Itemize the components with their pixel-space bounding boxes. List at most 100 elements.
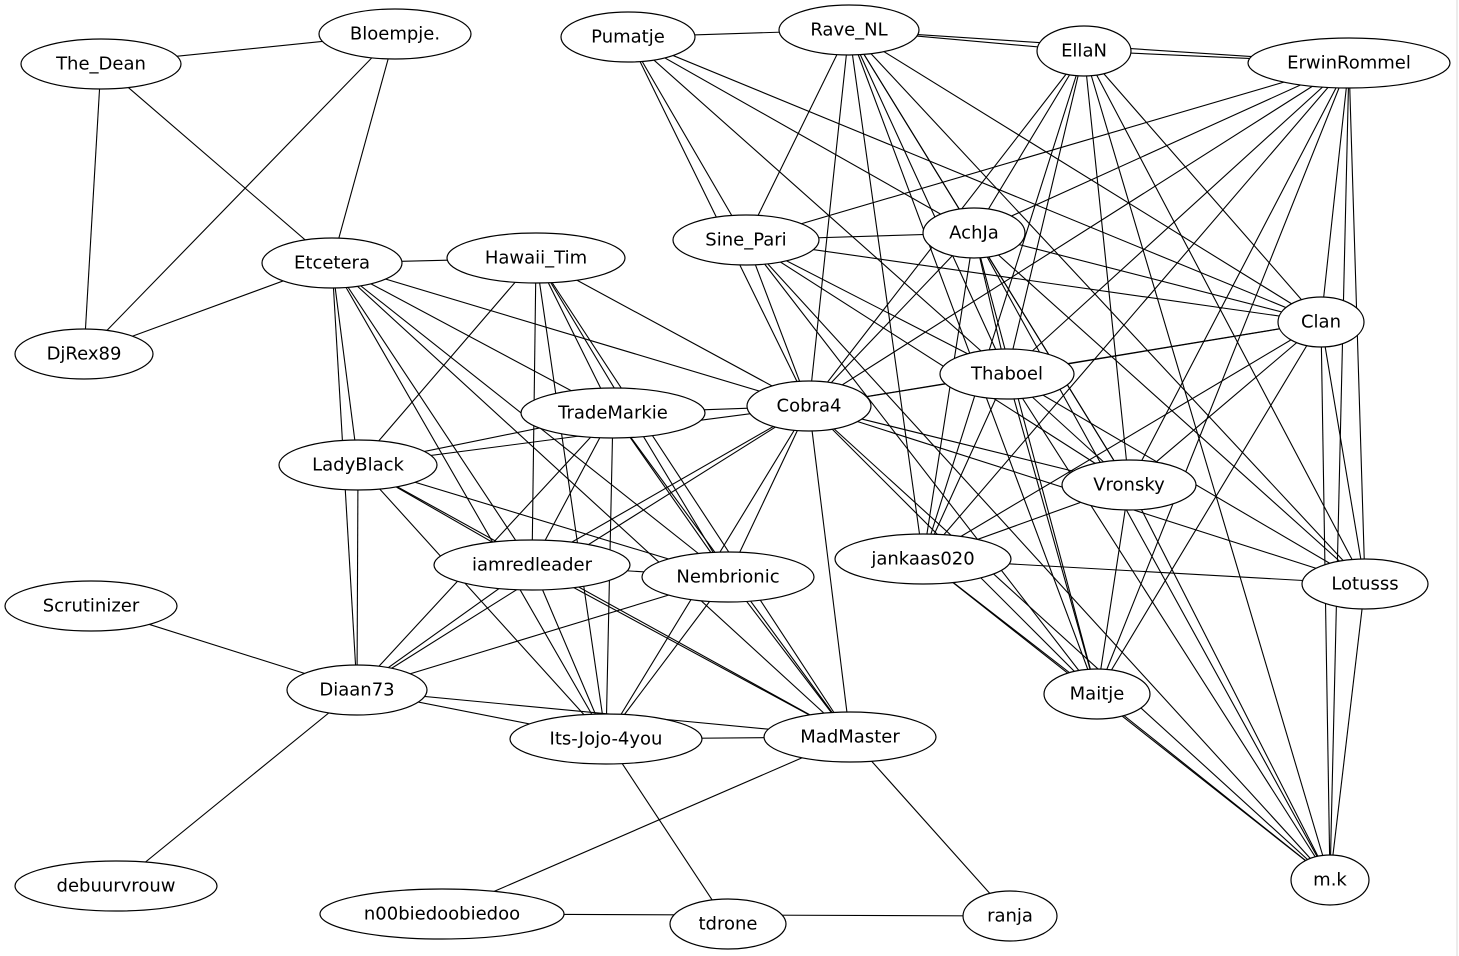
edge-ladyblack-madmaster	[357, 464, 851, 738]
edge-ellan-lotusss	[1083, 50, 1366, 585]
edge-bloempje-etcetera	[331, 33, 396, 264]
node-label-etcetera: Etcetera	[294, 253, 370, 274]
node-vronsky: Vronsky	[1061, 459, 1197, 511]
edge-achja-mk	[973, 232, 1331, 881]
node-ellipse-cobra4	[746, 380, 872, 432]
node-ellipse-tdrone	[669, 898, 787, 950]
edge-rave-nl-sine-pari	[745, 29, 850, 241]
node-ellipse-maitje	[1043, 668, 1151, 720]
node-ellan: EllaN	[1036, 25, 1132, 77]
node-label-tdrone: tdrone	[699, 914, 758, 935]
edge-etcetera-its-jojo	[331, 262, 607, 740]
edge-hawaii-tim-cobra4	[535, 257, 810, 407]
edge-achja-jankaas020	[922, 232, 975, 560]
edge-pumatje-achja	[627, 36, 975, 234]
node-iamredleader: iamredleader	[433, 539, 631, 591]
edge-hawaii-tim-its-jojo	[535, 257, 607, 740]
node-label-diaan73: Diaan73	[319, 680, 394, 701]
node-label-pumatje: Pumatje	[591, 27, 665, 48]
node-achja: AchJa	[922, 207, 1026, 259]
node-ellipse-debuurvrouw	[14, 860, 218, 912]
node-ellipse-mk	[1290, 854, 1370, 906]
edge-etcetera-cobra4	[331, 262, 810, 407]
node-label-bloempje: Bloempje.	[350, 24, 440, 45]
edge-rave-nl-lotusss	[848, 29, 1366, 585]
node-ellipse-ranja	[962, 890, 1058, 942]
node-label-jankaas020: jankaas020	[870, 549, 974, 570]
edge-madmaster-ranja	[849, 736, 1011, 917]
edge-vronsky-maitje	[1096, 484, 1130, 695]
edge-ellan-jankaas020	[922, 50, 1085, 560]
node-trademarkie: TradeMarkie	[520, 387, 706, 439]
node-sine-pari: Sine_Pari	[672, 214, 820, 266]
node-ellipse-pumatje	[560, 11, 696, 63]
edge-the-dean-djrex89	[83, 63, 102, 355]
node-tdrone: tdrone	[669, 898, 787, 950]
edge-achja-cobra4	[808, 232, 975, 407]
edge-nembrionic-diaan73	[356, 576, 729, 691]
edge-thaboel-jankaas020	[922, 373, 1008, 560]
edge-maitje-mk	[1096, 693, 1331, 881]
node-label-n00bie: n00biedoobiedoo	[364, 904, 520, 925]
node-jankaas020: jankaas020	[834, 533, 1012, 585]
node-its-jojo: Its-Jojo-4you	[509, 713, 703, 765]
edge-trademarkie-nembrionic	[612, 412, 729, 578]
edge-hawaii-tim-trademarkie	[535, 257, 614, 414]
edge-ladyblack-diaan73	[356, 464, 359, 691]
node-label-ladyblack: LadyBlack	[312, 455, 404, 476]
node-label-iamredleader: iamredleader	[472, 555, 593, 576]
edge-ladyblack-nembrionic	[357, 464, 729, 578]
node-label-nembrionic: Nembrionic	[676, 567, 779, 588]
node-label-scrutinizer: Scrutinizer	[43, 596, 140, 617]
edge-hawaii-tim-madmaster	[535, 257, 851, 738]
node-the-dean: The_Dean	[20, 38, 182, 90]
edge-erwinrommel-cobra4	[808, 62, 1350, 407]
node-label-djrex89: DjRex89	[47, 344, 122, 365]
node-ellipse-madmaster	[763, 711, 937, 763]
node-ellipse-rave-nl	[778, 4, 920, 56]
node-label-achja: AchJa	[949, 223, 999, 244]
node-label-erwinrommel: ErwinRommel	[1287, 53, 1411, 74]
node-cobra4: Cobra4	[746, 380, 872, 432]
edge-rave-nl-jankaas020	[848, 29, 924, 560]
edge-the-dean-etcetera	[100, 63, 333, 264]
node-ellipse-bloempje	[318, 8, 472, 60]
node-label-the-dean: The_Dean	[55, 54, 146, 75]
node-label-its-jojo: Its-Jojo-4you	[550, 729, 663, 750]
node-label-debuurvrouw: debuurvrouw	[57, 876, 176, 897]
node-clan: Clan	[1277, 296, 1365, 348]
edge-achja-clan	[973, 232, 1322, 323]
edge-etcetera-ladyblack	[331, 262, 359, 466]
node-ellipse-ellan	[1036, 25, 1132, 77]
node-label-rave-nl: Rave_NL	[810, 20, 887, 41]
edge-erwinrommel-vronsky	[1128, 62, 1350, 486]
edge-erwinrommel-maitje	[1096, 62, 1350, 695]
node-ellipse-ladyblack	[278, 439, 438, 491]
node-label-ranja: ranja	[987, 906, 1033, 927]
node-ellipse-achja	[922, 207, 1026, 259]
edge-clan-maitje	[1096, 321, 1322, 695]
edge-vronsky-mk	[1128, 484, 1331, 881]
node-label-mk: m.k	[1313, 870, 1347, 891]
node-ellipse-nembrionic	[641, 551, 815, 603]
edge-ladyblack-its-jojo	[357, 464, 607, 740]
node-ellipse-thaboel	[939, 348, 1075, 400]
edge-rave-nl-cobra4	[808, 29, 850, 407]
edge-ellan-achja	[973, 50, 1085, 234]
edge-etcetera-trademarkie	[331, 262, 614, 414]
edge-cobra4-iamredleader	[531, 405, 810, 566]
edge-sine-pari-thaboel	[745, 239, 1008, 375]
edge-ellan-mk	[1083, 50, 1331, 881]
node-ellipse-clan	[1277, 296, 1365, 348]
edge-achja-maitje	[973, 232, 1098, 695]
edge-cobra4-nembrionic	[727, 405, 810, 578]
edge-sine-pari-clan	[745, 239, 1322, 323]
edge-iamredleader-its-jojo	[531, 564, 607, 740]
edge-pumatje-clan	[627, 36, 1322, 323]
node-label-clan: Clan	[1301, 312, 1341, 333]
edge-pumatje-sine-pari	[627, 36, 747, 241]
edge-achja-lotusss	[973, 232, 1366, 585]
edge-pumatje-thaboel	[627, 36, 1008, 375]
node-hawaii-tim: Hawaii_Tim	[446, 232, 626, 284]
node-ellipse-djrex89	[14, 328, 154, 380]
